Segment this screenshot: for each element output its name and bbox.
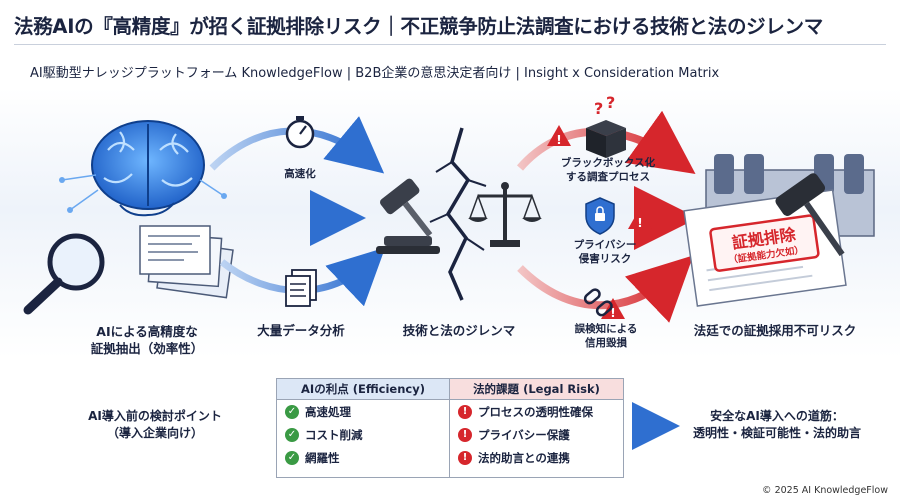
page-title: 法務AIの『高精度』が招く証拠排除リスク｜不正競争防止法調査における技術と法のジ…	[14, 15, 823, 38]
label-court: 法廷での証拠採用不可リスク	[693, 323, 857, 338]
crack-line	[445, 127, 471, 301]
broken-chain-icon	[583, 288, 613, 317]
benefits-header: AIの利点 (Efficiency)	[277, 379, 449, 400]
alert-icon: !	[458, 450, 472, 465]
label-ai-extraction: AIによる高精度な 証拠抽出（効率性）	[90, 324, 204, 356]
svg-text:!: !	[556, 133, 561, 147]
label-big-data: 大量データ分析	[257, 323, 345, 338]
benefits-column: AIの利点 (Efficiency) ✓高速処理 ✓コスト削減 ✓網羅性	[277, 379, 450, 477]
copyright: © 2025 AI KnowledgeFlow	[762, 485, 888, 496]
risks-header: 法的課題 (Legal Risk)	[450, 379, 623, 400]
svg-text:!: !	[637, 216, 642, 230]
shield-lock-icon	[585, 197, 615, 235]
consideration-matrix: AIの利点 (Efficiency) ✓高速処理 ✓コスト削減 ✓網羅性 法的課…	[276, 378, 624, 478]
magnifier-icon	[23, 233, 105, 315]
judge-gavel-icon	[775, 173, 845, 257]
risk-item: !プライバシー保護	[450, 423, 623, 446]
risks-column: 法的課題 (Legal Risk) !プロセスの透明性確保 !プライバシー保護 …	[450, 379, 623, 477]
svg-text:?: ?	[594, 99, 603, 118]
label-dilemma: 技術と法のジレンマ	[402, 323, 516, 338]
risk-item: !法的助言との連携	[450, 446, 623, 469]
black-box-icon: ? ?	[586, 93, 626, 158]
label-safe-adoption: 安全なAI導入への道筋： 透明性・検証可能性・法的助言	[692, 409, 861, 440]
page-subtitle: AI駆動型ナレッジプラットフォーム KnowledgeFlow | B2B企業の…	[30, 66, 720, 81]
label-privacy: プライバシー 侵害リスク	[573, 239, 637, 265]
label-false-detection: 誤検知による 信用毀損	[574, 323, 638, 349]
alert-icon: !	[458, 404, 472, 419]
rejected-document-icon: 証拠排除 （証拠能力欠如）	[683, 189, 847, 307]
scales-icon	[468, 182, 542, 247]
check-icon: ✓	[285, 427, 299, 442]
data-documents-icon	[285, 269, 317, 307]
svg-text:!: !	[610, 306, 615, 320]
check-icon: ✓	[285, 450, 299, 465]
benefit-item: ✓高速処理	[277, 400, 449, 423]
documents-icon	[139, 225, 234, 299]
alert-icon: !	[458, 427, 472, 442]
label-pre-adoption: AI導入前の検討ポイント （導入企業向け）	[88, 409, 222, 440]
title-divider	[14, 44, 886, 45]
risk-item: !プロセスの透明性確保	[450, 400, 623, 423]
gavel-icon	[376, 178, 440, 254]
check-icon: ✓	[285, 404, 299, 419]
brain-icon	[59, 120, 227, 217]
label-speed: 高速化	[284, 168, 316, 180]
stopwatch-icon	[285, 116, 315, 149]
benefit-item: ✓コスト削減	[277, 423, 449, 446]
warning-icon: ! ! !	[547, 125, 652, 320]
arrow-false-detection	[517, 255, 694, 323]
svg-text:?: ?	[606, 93, 615, 112]
benefit-item: ✓網羅性	[277, 446, 449, 469]
label-blackbox: ブラックボックス化 する調査プロセス	[560, 157, 656, 183]
